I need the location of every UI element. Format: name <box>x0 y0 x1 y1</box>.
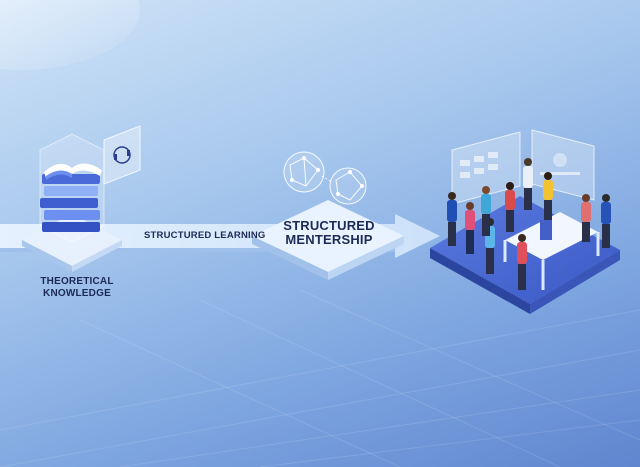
theoretical-knowledge-label: THEORETICAL KNOWLEDGE <box>40 276 114 299</box>
network-sphere-icon <box>283 151 367 205</box>
grid-floor <box>0 289 640 467</box>
books-icon <box>22 133 122 272</box>
light-flare <box>0 0 140 70</box>
monitor-headset-icon <box>103 125 141 185</box>
mentorship-platform <box>252 200 404 280</box>
structured-learning-label: STRUCTURED LEARNING <box>144 230 266 241</box>
structured-mentorship-label: STRUCTURED MENTERSHIP <box>283 218 375 247</box>
team-workspace-icon <box>430 129 620 314</box>
